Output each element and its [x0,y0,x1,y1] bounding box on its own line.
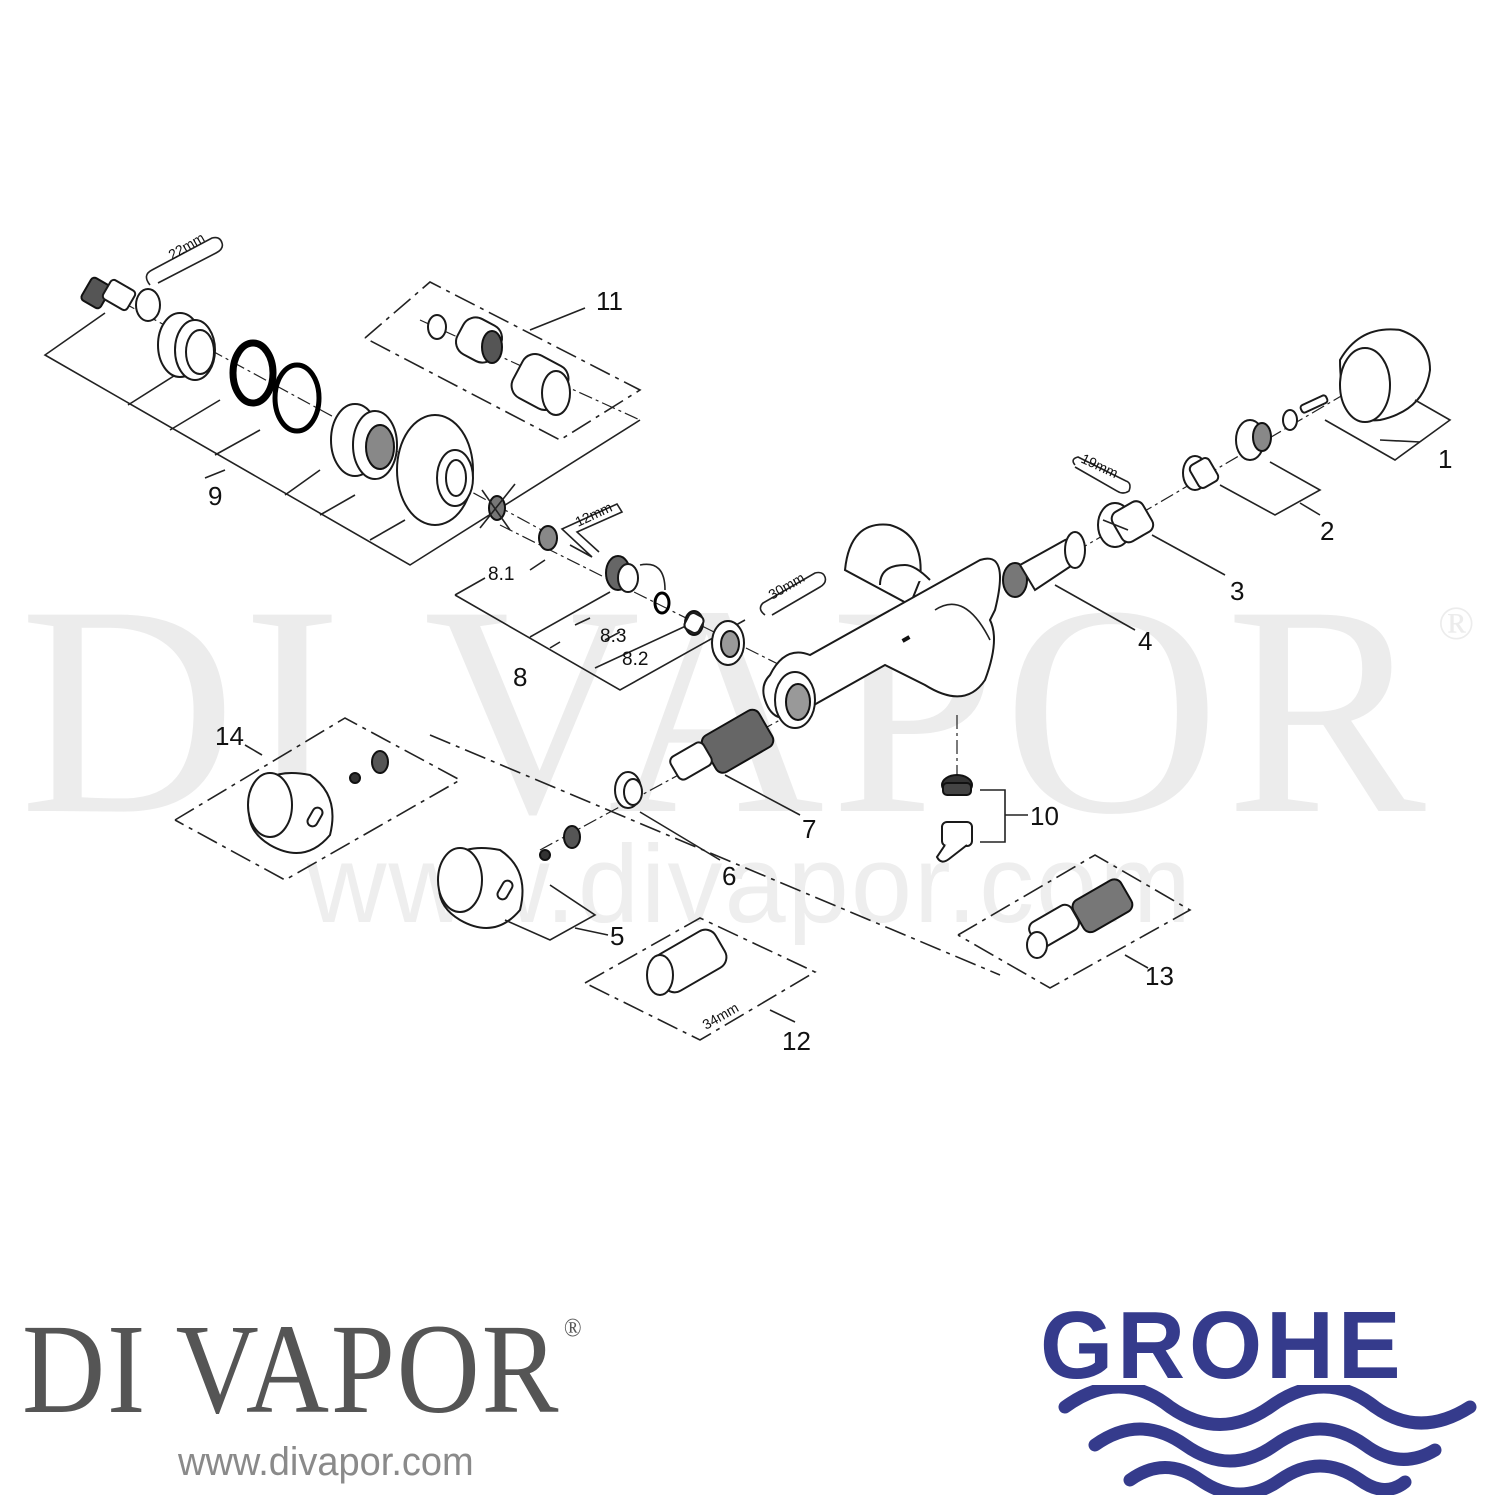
screw-5-icon [539,849,551,861]
inlet-connector-icon [80,276,161,322]
part-group-9: 22mm [43,229,641,566]
part-group-lower: 7 6 5 [174,708,1001,1056]
part-label-2: 2 [1320,516,1334,546]
part-label-13: 13 [1145,961,1174,991]
temperature-handle-1-icon [1338,328,1432,423]
screw-1-icon [1299,394,1329,414]
flow-handle-5-icon [437,847,524,929]
part-label-5: 5 [610,921,624,951]
washer-icon [427,314,447,340]
divapor-registered-mark: ® [563,1313,584,1342]
washer-8-1-icon [538,525,558,551]
thermostat-cartridge-3-icon [1097,500,1155,548]
watermark-registered-mark: ® [1437,597,1481,650]
part-group-8: 8.1 12mm 30mm [454,499,827,692]
divapor-url[interactable]: www.divapor.com [178,1440,474,1484]
part-label-8-2: 8.2 [622,649,648,670]
divapor-logo-text: DI VAPOR [22,1298,561,1440]
union-nut-icon [711,620,745,666]
check-valve-insert-icon [683,610,705,636]
part-group-10: 10 [935,774,1059,863]
tool-size-19mm: 19mm [1079,450,1121,481]
o-ring-thin-icon [272,362,322,434]
part-label-4: 4 [1138,626,1152,656]
threaded-sleeve-icon [330,403,398,480]
part-label-9: 9 [208,481,222,511]
cap-5-icon [563,825,581,849]
grohe-logo: GROHE [1040,1292,1405,1399]
spanner-30mm-icon: 30mm [759,569,827,616]
adapter-sleeve-icon [455,316,503,364]
part-label-12: 12 [782,1026,811,1056]
aerator-10-icon [941,774,973,796]
handle-adapter-12-icon [646,928,728,996]
flange-nut-icon [157,312,216,381]
clip-ring-2-icon [1182,455,1220,491]
check-valve-body-icon [605,555,666,593]
part-group-11: 11 [364,281,642,441]
part-label-1: 1 [1438,444,1452,474]
cover-rosette-icon [396,414,474,526]
adjusting-nut-2-icon [1235,419,1272,461]
spanner-22mm-icon: 22mm [145,229,224,286]
tool-size-34mm: 34mm [700,999,742,1032]
part-group-right: 4 19mm 3 2 [1002,328,1452,656]
spare-cartridge-13-icon [1026,878,1134,959]
divapor-logo: DI VAPOR® [22,1305,584,1433]
part-label-8: 8 [513,662,527,692]
part-label-10: 10 [1030,801,1059,831]
grohe-waves-icon [1058,1385,1477,1495]
allen-key-12mm-icon: 12mm [560,499,624,558]
part-label-8-1: 8.1 [488,564,514,585]
o-ring-large-icon [229,339,277,407]
mixer-body-icon [762,523,1001,775]
flow-control-cartridge-7-icon [669,708,775,781]
part-label-11: 11 [596,286,623,316]
part-label-6: 6 [722,861,736,891]
handle-14-icon [247,750,389,854]
crossed-out-washer-icon [479,483,516,531]
o-ring-8-3-icon [653,591,671,615]
aerator-housing-10-icon [935,821,973,863]
spanner-19mm-icon: 19mm [1072,450,1131,494]
part-label-14: 14 [215,721,244,751]
adapter-nut-icon [510,353,571,416]
stop-ring-1-icon [1282,409,1298,431]
tool-size-22mm: 22mm [166,229,208,262]
part-label-7: 7 [802,814,816,844]
part-label-8-3: 8.3 [600,626,626,647]
part-group-13: 13 [957,854,1192,991]
connector-4-icon [1002,531,1086,598]
part-label-3: 3 [1230,576,1244,606]
ring-6-icon [614,771,643,809]
